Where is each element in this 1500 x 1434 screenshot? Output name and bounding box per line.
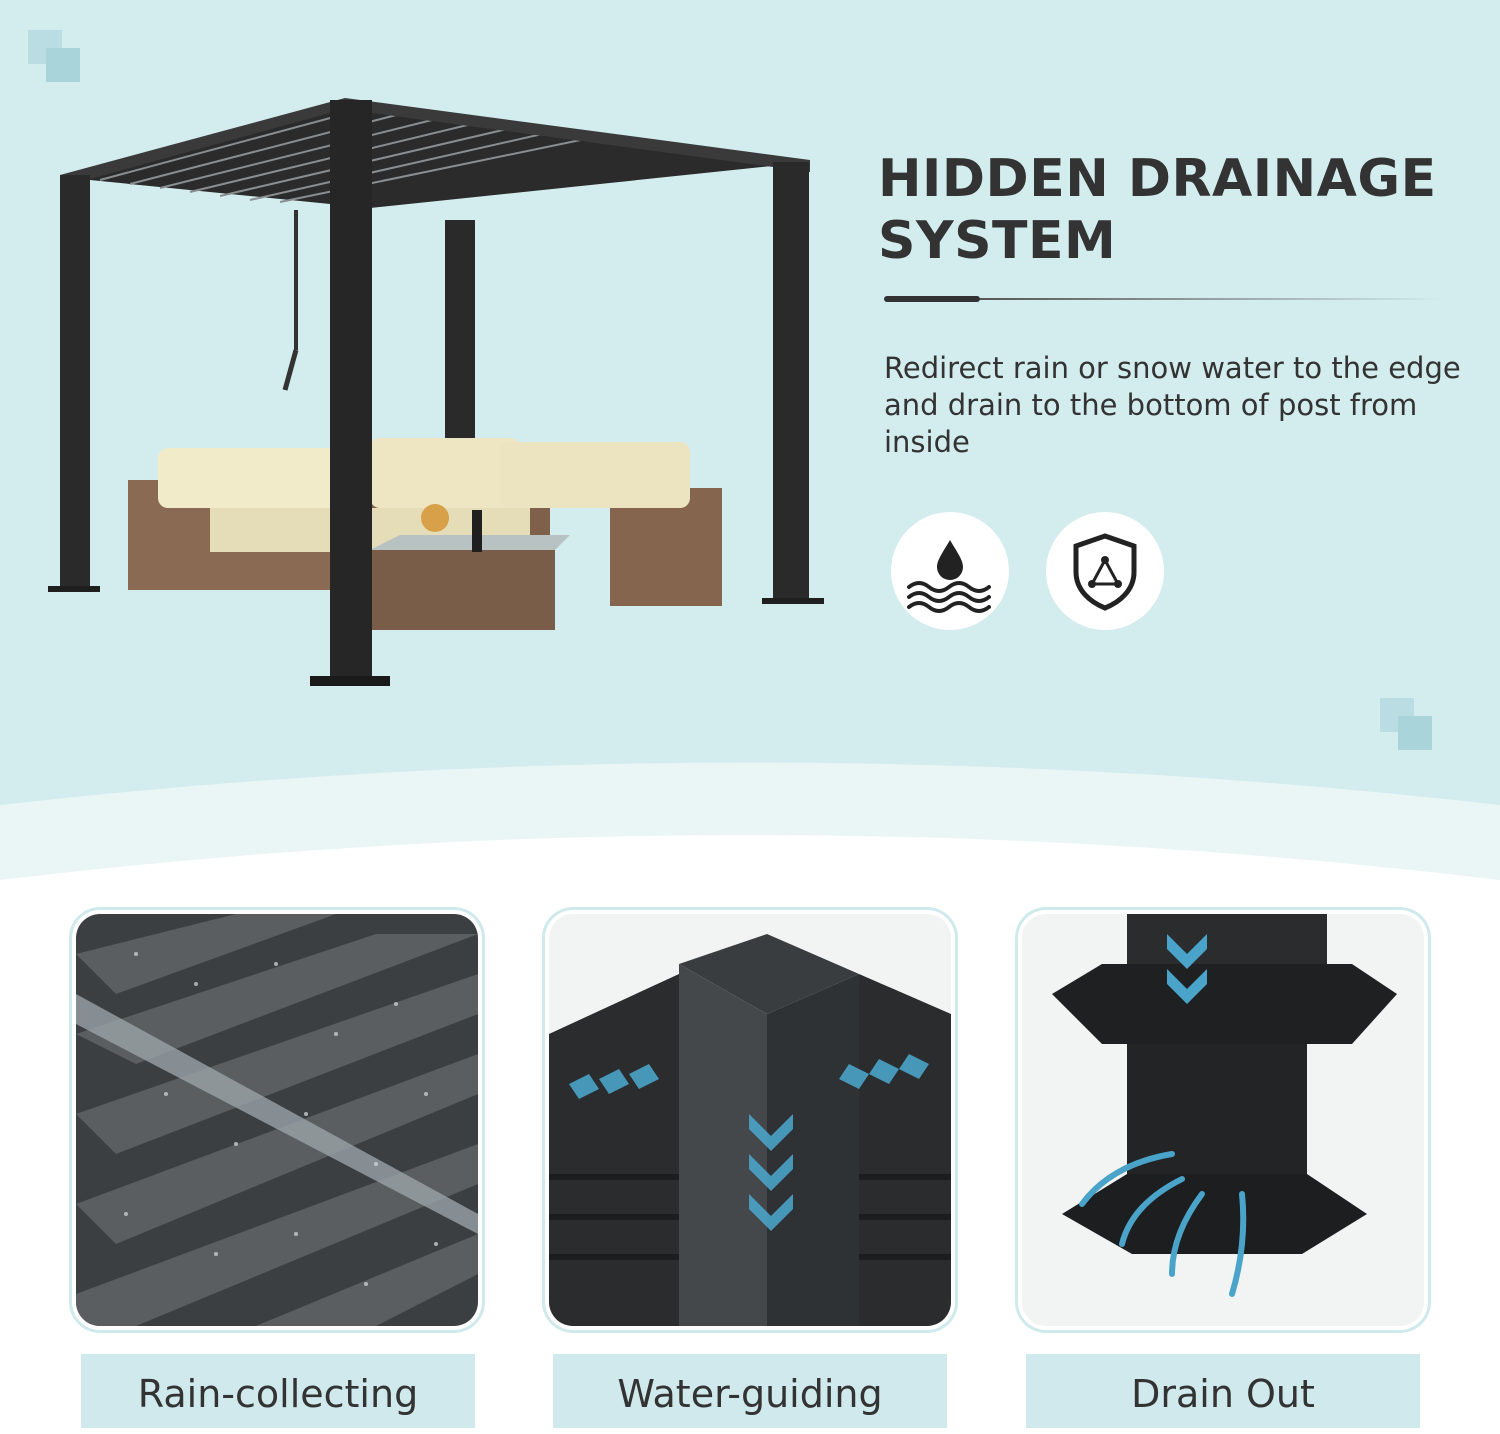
- drain-out-photo: [1018, 910, 1428, 1330]
- shield-icon: [1073, 533, 1137, 611]
- pergola-illustration: [48, 98, 824, 686]
- rain-collecting-photo: [72, 910, 482, 1330]
- rain-collecting-label: Rain-collecting: [81, 1354, 475, 1428]
- page-title: HIDDEN DRAINAGE SYSTEM: [878, 148, 1437, 272]
- title-line-2: SYSTEM: [878, 211, 1117, 271]
- water-wave-icon: [907, 540, 991, 613]
- wave-divider: [0, 762, 1500, 910]
- water-icon-badge: [891, 512, 1009, 630]
- drain-out-label: Drain Out: [1026, 1354, 1420, 1428]
- title-underline: [884, 296, 1444, 302]
- description: Redirect rain or snow water to the edge …: [884, 351, 1461, 459]
- water-guiding-label: Water-guiding: [553, 1354, 947, 1428]
- title-line-1: HIDDEN DRAINAGE: [878, 149, 1437, 209]
- shield-icon-badge: [1046, 512, 1164, 630]
- water-guiding-photo: [545, 910, 955, 1330]
